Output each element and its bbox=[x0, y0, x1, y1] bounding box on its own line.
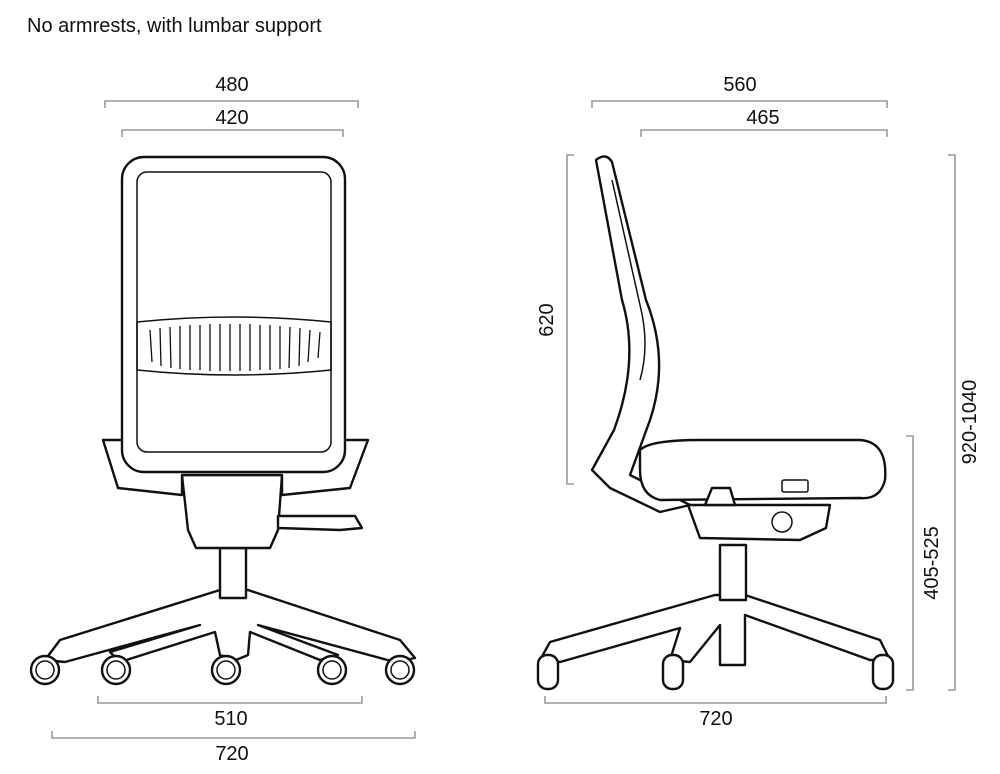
dim-510: 510 bbox=[214, 708, 247, 730]
front-view-chair bbox=[29, 155, 417, 686]
front-casters bbox=[29, 654, 416, 686]
dimension-lines bbox=[51, 100, 956, 739]
dim-420: 420 bbox=[215, 107, 248, 129]
diagram-title: No armrests, with lumbar support bbox=[27, 15, 322, 37]
dim-465: 465 bbox=[746, 107, 779, 129]
side-casters bbox=[536, 653, 895, 691]
dim-720-side: 720 bbox=[699, 708, 732, 730]
lumbar-slats bbox=[149, 324, 321, 371]
dim-720-front: 720 bbox=[215, 743, 248, 765]
dim-480: 480 bbox=[215, 74, 248, 96]
dim-920-1040: 920-1040 bbox=[959, 380, 981, 465]
dim-405-525: 405-525 bbox=[921, 526, 943, 599]
dim-560: 560 bbox=[723, 74, 756, 96]
side-view-chair bbox=[536, 155, 895, 691]
dim-620: 620 bbox=[536, 303, 558, 336]
